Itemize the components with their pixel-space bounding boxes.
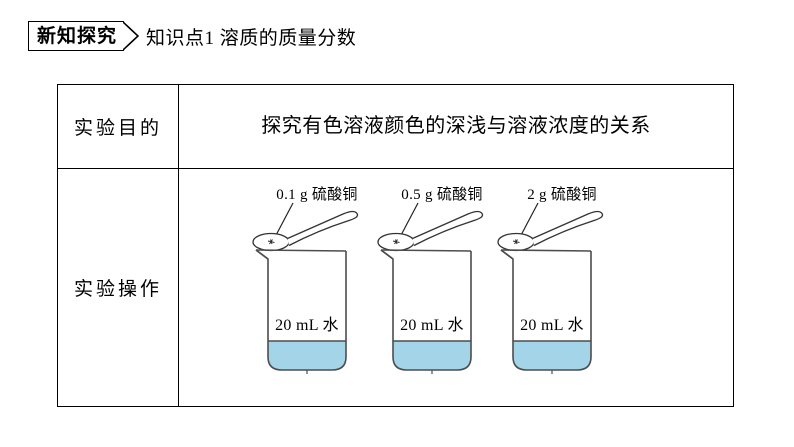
breadcrumb-title: 知识点1 溶质的质量分数	[146, 27, 357, 49]
section-badge: 新知探究	[28, 21, 124, 51]
table-row-purpose: 实验目的 探究有色溶液颜色的深浅与溶液浓度的关系	[57, 84, 734, 169]
experiment-table: 实验目的 探究有色溶液颜色的深浅与溶液浓度的关系 实验操作 0.1 g 硫酸铜	[57, 84, 734, 407]
section-badge-label: 新知探究	[37, 25, 118, 47]
apparatus-diagram: 0.1 g 硫酸铜	[179, 169, 733, 406]
table-row-procedure: 实验操作 0.1 g 硫酸铜	[57, 168, 734, 407]
solute-label-2: 0.5 g 硫酸铜	[401, 187, 483, 203]
beaker-icon-1	[255, 249, 347, 374]
beaker-icon-2	[380, 249, 472, 374]
row-content-procedure: 0.1 g 硫酸铜	[178, 168, 734, 407]
beaker-icon-3	[500, 249, 592, 374]
beaker-label-3: 20 mL 水	[520, 317, 584, 334]
row-content-purpose: 探究有色溶液颜色的深浅与溶液浓度的关系	[178, 84, 734, 169]
apparatus-setup-2: 0.5 g 硫酸铜	[362, 169, 522, 406]
apparatus-setup-3: 2 g 硫酸铜	[482, 169, 642, 406]
spatula-spoon-icon-3	[497, 202, 604, 252]
chevron-right-icon	[122, 21, 140, 51]
row-label-purpose: 实验目的	[57, 84, 179, 169]
beaker-label-1: 20 mL 水	[275, 317, 339, 334]
slide-header: 新知探究 知识点1 溶质的质量分数	[28, 20, 356, 52]
row-label-procedure: 实验操作	[57, 168, 179, 407]
solute-label-1: 0.1 g 硫酸铜	[276, 187, 358, 203]
beaker-label-2: 20 mL 水	[400, 317, 464, 334]
apparatus-setup-1: 0.1 g 硫酸铜	[237, 169, 397, 406]
spatula-spoon-icon-1	[252, 202, 359, 252]
spatula-spoon-icon-2	[377, 202, 484, 252]
solute-label-3: 2 g 硫酸铜	[527, 187, 597, 203]
